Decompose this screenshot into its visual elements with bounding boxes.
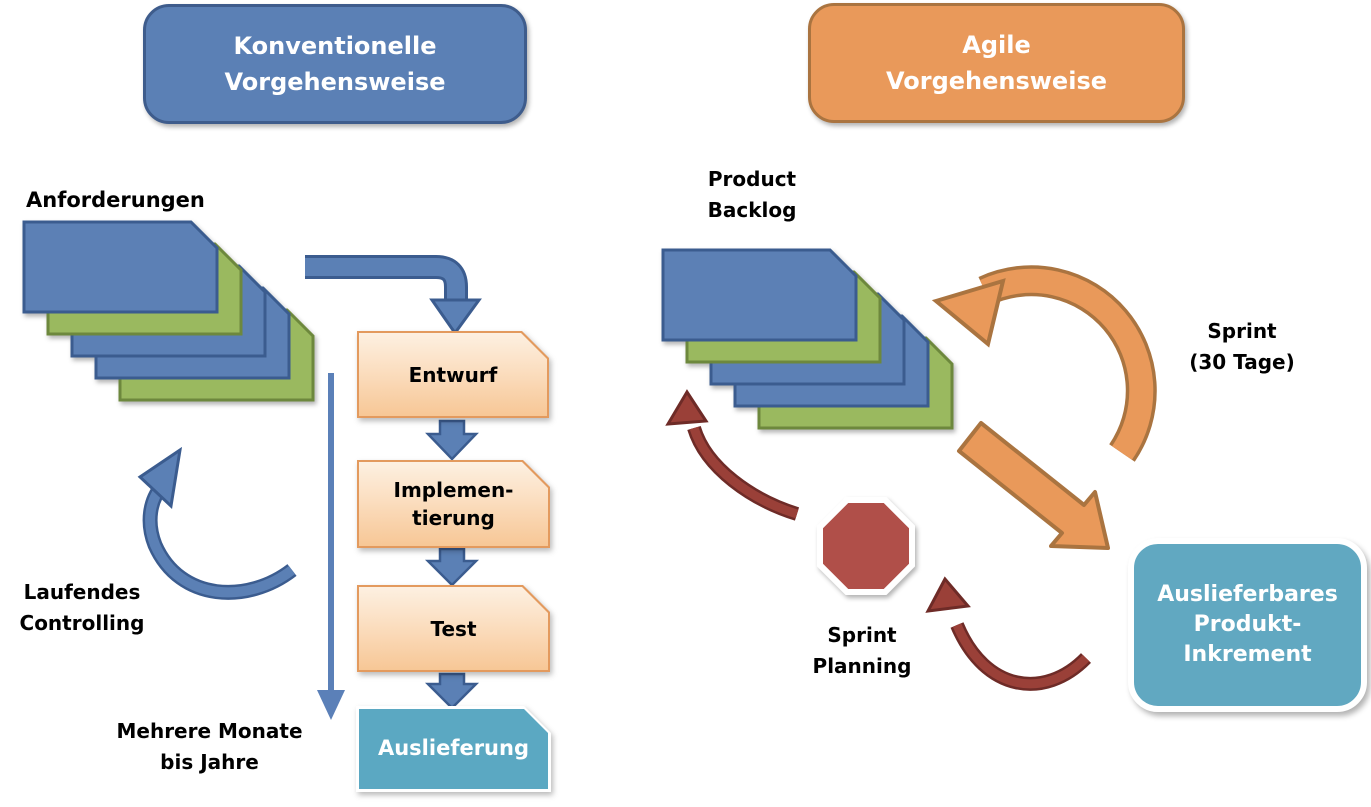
stack-card-blue [22, 220, 219, 314]
test-box-label: Test [430, 616, 477, 641]
header-agile: Agile Vorgehensweise [808, 3, 1185, 123]
auslieferung-box: Auslieferung [356, 706, 551, 792]
produkt-inkrement-box: Auslieferbares Produkt- Inkrement [1128, 538, 1367, 712]
implementierung-box-fill [359, 462, 548, 546]
laufendes-controlling-label: Laufendes Controlling [19, 580, 145, 635]
stop-octagon-icon [817, 497, 915, 595]
backlog-card-stack [661, 248, 954, 430]
auslieferung-box-label: Auslieferung [377, 736, 529, 761]
timeline-arrow-icon [317, 373, 345, 720]
requirements-card-stack [22, 220, 315, 402]
down-arrow-icon [424, 672, 480, 710]
auslieferung-box-fill [359, 709, 548, 789]
test-box-fill [359, 587, 548, 670]
mehrere-monate-label: Mehrere Monate bis Jahre [116, 719, 303, 774]
product-backlog-label: Product Backlog [707, 167, 797, 222]
entwurf-box-label: Entwurf [408, 362, 498, 387]
implementierung-box-label: Implemen- tierung [393, 478, 514, 530]
elbow-arrow-icon [305, 255, 482, 336]
deliver-arrow-icon [957, 421, 1110, 550]
sprint-30-tage-label: Sprint (30 Tage) [1189, 319, 1295, 374]
anforderungen-label: Anforderungen [26, 188, 205, 212]
retro-arrow-left-icon [665, 389, 800, 521]
down-arrow-icon [425, 419, 479, 461]
entwurf-box: Entwurf [357, 331, 549, 418]
retro-arrow-right-icon [925, 576, 1092, 691]
controlling-loop-arrow-icon [137, 446, 297, 600]
down-arrow-icon [424, 547, 480, 587]
sprint-planning-label: Sprint Planning [812, 623, 912, 678]
sprint-loop-arrow-icon [931, 265, 1157, 462]
stack-card-blue [661, 248, 858, 342]
header-conventional: Konventionelle Vorgehensweise [143, 4, 527, 124]
test-box: Test [357, 585, 550, 672]
entwurf-box-fill [359, 333, 547, 416]
implementierung-box: Implemen- tierung [357, 460, 550, 548]
